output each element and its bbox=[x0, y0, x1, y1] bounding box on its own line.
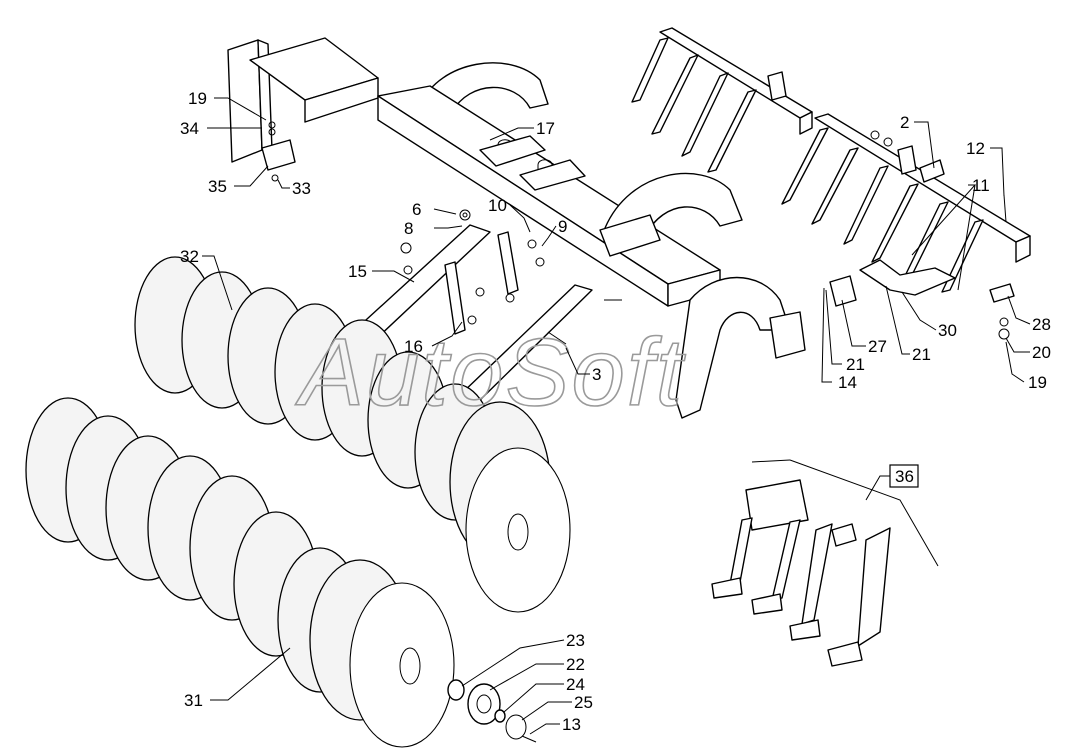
callout-9: 9 bbox=[558, 217, 567, 236]
callout-35: 35 bbox=[208, 177, 227, 196]
callout-36-box bbox=[889, 464, 919, 488]
callout-23: 23 bbox=[566, 631, 585, 650]
callout-24: 24 bbox=[566, 675, 585, 694]
callout-36: 36 bbox=[895, 467, 914, 486]
callout-19: 19 bbox=[188, 89, 207, 108]
callout-11: 11 bbox=[972, 176, 990, 195]
callout-25: 25 bbox=[574, 693, 593, 712]
callout-19-right: 19 bbox=[1028, 373, 1047, 392]
roller-front bbox=[25, 397, 455, 748]
callout-21-right: 21 bbox=[912, 345, 931, 364]
inset-shanks bbox=[711, 459, 939, 667]
callout-14: 14 bbox=[838, 373, 857, 392]
callout-3: 3 bbox=[592, 365, 601, 384]
callout-28: 28 bbox=[1032, 315, 1051, 334]
callout-12: 12 bbox=[966, 139, 985, 158]
leader-lines bbox=[202, 97, 1031, 735]
callout-13: 13 bbox=[562, 715, 581, 734]
callout-33: 33 bbox=[292, 179, 311, 198]
tine-bars bbox=[631, 27, 1031, 340]
callout-15: 15 bbox=[348, 262, 367, 281]
roller-back bbox=[134, 256, 571, 613]
watermark-text: AutoSoft bbox=[295, 319, 686, 426]
callout-34: 34 bbox=[180, 119, 199, 138]
callout-31: 31 bbox=[184, 691, 203, 710]
callout-10: 10 bbox=[488, 196, 507, 215]
callout-labels: 19 34 35 33 17 2 12 11 6 8 10 9 32 15 16… bbox=[180, 89, 1051, 734]
callout-22: 22 bbox=[566, 655, 585, 674]
callout-16: 16 bbox=[404, 337, 423, 356]
callout-20: 20 bbox=[1032, 343, 1051, 362]
callout-8: 8 bbox=[404, 219, 413, 238]
callout-17: 17 bbox=[536, 119, 555, 138]
main-frame bbox=[227, 37, 806, 419]
callout-2: 2 bbox=[900, 113, 909, 132]
callout-27: 27 bbox=[868, 337, 887, 356]
callout-30: 30 bbox=[938, 321, 957, 340]
callout-21-left: 21 bbox=[846, 355, 865, 374]
callout-6: 6 bbox=[412, 200, 421, 219]
callout-32: 32 bbox=[180, 247, 199, 266]
bearing-parts bbox=[447, 679, 537, 743]
